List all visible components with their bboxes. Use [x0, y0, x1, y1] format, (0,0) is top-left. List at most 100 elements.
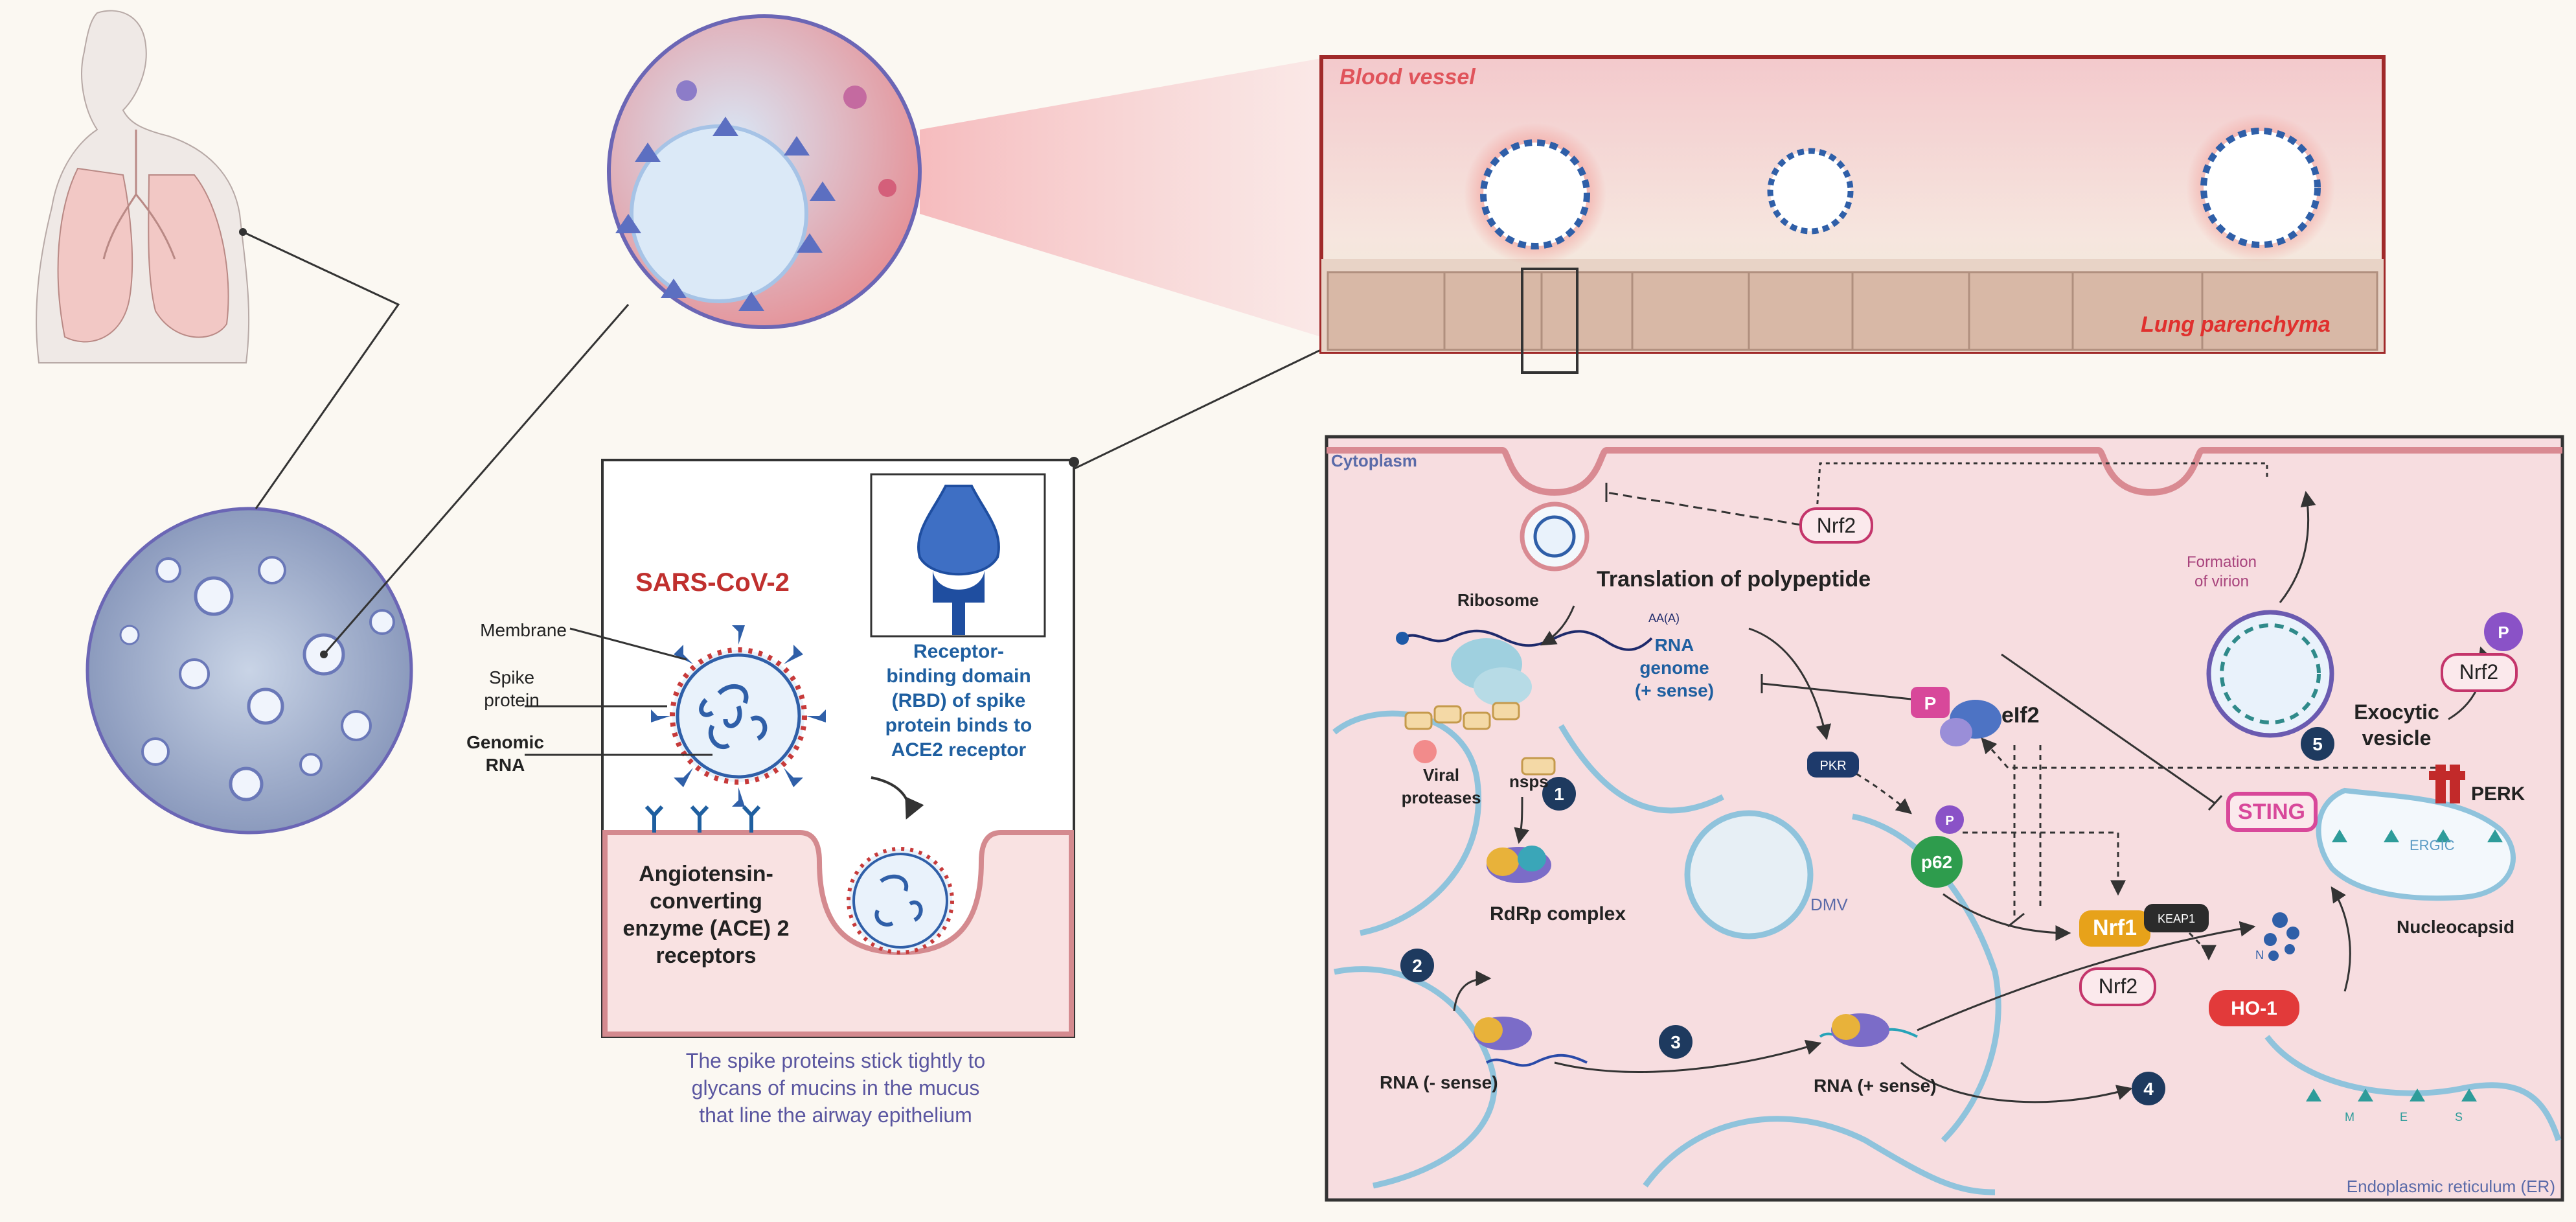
virus-title: SARS-CoV-2: [635, 568, 790, 597]
cytoplasm-label: Cytoplasm: [1331, 451, 1417, 470]
formation-line: Formation: [2187, 553, 2257, 571]
polya-label: AA(A): [1648, 612, 1680, 625]
rdrp-label: RdRp complex: [1490, 903, 1626, 925]
nrf2-mid-label: Nrf2: [2099, 974, 2137, 998]
n-label: N: [2255, 949, 2264, 962]
genomic-rna-label-2: RNA: [486, 755, 525, 775]
ace2-line: receptors: [656, 943, 757, 968]
mucin-caption: The spike proteins stick tightly to glyc…: [686, 1049, 985, 1127]
big-virus-spikes: [615, 117, 836, 311]
ace2-receptors: [644, 805, 761, 833]
p-node-p62: [1935, 805, 1964, 834]
nrf1-node: [2079, 910, 2150, 947]
step-badge: [2132, 1072, 2165, 1105]
membrane-proteins: [2306, 829, 2503, 1101]
lung-illustration: [36, 10, 250, 363]
nrf1-label: Nrf1: [2093, 916, 2137, 940]
rbd-receptor-icon: [917, 485, 1000, 635]
caption-line: glycans of mucins in the mucus: [692, 1076, 980, 1100]
step-number: 1: [1554, 784, 1564, 804]
rbd-line: (RBD) of spike: [892, 690, 1026, 711]
eif2-label: eIf2: [2001, 703, 2040, 728]
p62-node: [1911, 836, 1963, 888]
pkr-node: [1807, 752, 1859, 778]
ribosome-label: Ribosome: [1457, 590, 1539, 610]
sars-cov-2-virion: [651, 625, 826, 807]
rbd-line: protein binds to: [885, 715, 1032, 736]
pathway-arrows: [1453, 490, 2493, 1103]
ace2-line: Angiotensin-: [639, 862, 773, 886]
e-label: E: [2400, 1111, 2408, 1124]
perk-label: PERK: [2471, 783, 2525, 805]
nrf2-node-top: [1799, 507, 1873, 544]
blood-vessel-label: Blood vessel: [1339, 65, 1476, 89]
ergic-label: ERGIC: [2410, 837, 2455, 853]
ace2-caption: Angiotensin- converting enzyme (ACE) 2 r…: [623, 862, 790, 968]
viral-proteases-line: proteases: [1402, 788, 1481, 807]
p-p62-label: P: [1945, 814, 1954, 828]
cell-interior-panel: 1 2 3 4 5 Cytoplasm Ribosome Translation…: [1325, 435, 2564, 1202]
nrf2-top-label: Nrf2: [1817, 514, 1856, 537]
rna-genome-line: (+ sense): [1635, 680, 1714, 700]
exocytic-line: vesicle: [2362, 726, 2432, 750]
genomic-rna-label-1: Genomic: [466, 732, 544, 752]
step-number: 3: [1670, 1032, 1681, 1052]
sars-cov-2-panel: SARS-CoV-2 Membrane Spike protein Genomi…: [466, 457, 1079, 1127]
step-badge: [1659, 1025, 1693, 1059]
rbd-line: Receptor-: [913, 641, 1004, 662]
caption-line: that line the airway epithelium: [699, 1103, 972, 1127]
spike-label-2: protein: [484, 690, 540, 710]
nucleocapsid-particle: [2264, 912, 2299, 961]
keap1-node: [2144, 904, 2209, 932]
sting-node: [2226, 792, 2318, 832]
rna-minus-label: RNA (- sense): [1380, 1072, 1498, 1092]
p-eif2-label: P: [1924, 693, 1937, 713]
nrf2-node-mid: [2079, 967, 2156, 1006]
epithelial-cells: [1327, 271, 2378, 351]
er-label: Endoplasmic reticulum (ER): [2347, 1177, 2555, 1196]
exocytic-line: Exocytic: [2354, 700, 2439, 724]
lung-tissue-circle: [85, 507, 413, 835]
pkr-label: PKR: [1819, 759, 1846, 773]
p-nrf2-label: P: [2498, 623, 2509, 642]
rna-plus-label: RNA (+ sense): [1814, 1076, 1937, 1096]
blood-vessel-panel: Blood vessel Lung parenchyma: [1319, 55, 2386, 374]
nrf2-right-label: Nrf2: [2459, 660, 2498, 684]
step-number: 2: [1412, 956, 1422, 976]
polyprotein-chain: [1404, 702, 1556, 776]
rna-genome-line: RNA: [1655, 635, 1694, 655]
dmv-label: DMV: [1810, 895, 1848, 914]
ho1-node: [2209, 990, 2299, 1026]
m-label: M: [2345, 1111, 2354, 1124]
viral-proteases-line: Viral: [1423, 765, 1459, 785]
step-badge: [1400, 949, 1434, 982]
endoplasmic-reticulum: [1332, 710, 2562, 1195]
p-node-nrf2: [2484, 612, 2523, 651]
rna-genome-line: genome: [1639, 658, 1709, 678]
p-node-eif2: [1911, 687, 1950, 718]
formation-line: of virion: [2194, 573, 2249, 590]
translation-label: Translation of polypeptide: [1597, 567, 1871, 592]
ace2-line: converting: [650, 889, 762, 914]
lung-parenchyma-label: Lung parenchyma: [2141, 312, 2331, 337]
rdrp-complexes: [1474, 846, 1889, 1050]
vessel-virions: [1464, 113, 2335, 266]
caption-line: The spike proteins stick tightly to: [686, 1049, 985, 1072]
step-number: 5: [2312, 734, 2323, 754]
step-badges: [1400, 727, 2334, 1105]
nrf2-node-right: [2441, 653, 2518, 692]
spike-label-1: Spike: [489, 667, 534, 687]
virus-zoom-circle: [607, 14, 1321, 337]
step-badge: [2301, 727, 2334, 761]
nsps-label: nsps: [1509, 772, 1549, 791]
ho1-label: HO-1: [2231, 998, 2277, 1019]
nucleocapsid-label: Nucleocapsid: [2397, 917, 2514, 937]
sting-label: STING: [2238, 800, 2305, 824]
rbd-line: ACE2 receptor: [891, 739, 1027, 761]
step-number: 4: [2143, 1079, 2154, 1099]
membrane-label: Membrane: [480, 620, 567, 640]
ace2-line: enzyme (ACE) 2: [623, 916, 790, 941]
perk-receptor: [2429, 765, 2465, 803]
p62-label: p62: [1921, 852, 1952, 872]
